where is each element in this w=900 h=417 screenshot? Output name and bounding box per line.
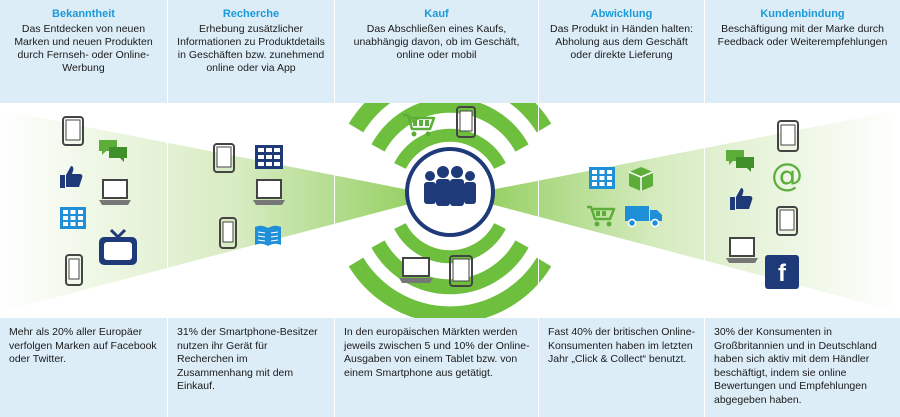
store-building-icon [589,167,615,189]
stage-fact: 31% der Smartphone-Besitzer nutzen ihr G… [177,326,318,393]
smartphone-icon [65,254,83,286]
customers-group-icon [424,166,476,206]
stage-fact: Fast 40% der britischen Online-Konsument… [548,326,696,366]
television-icon [99,228,137,265]
column-divider [167,0,168,417]
stage-loyalty-header: Kundenbindung Beschäftigung mit der Mark… [705,0,900,103]
tablet-icon [213,143,235,173]
tablet-icon [449,255,473,287]
stage-description: Das Entdecken von neuen Marken und neuen… [14,23,153,74]
column-divider [538,0,539,417]
stage-purchase-fact: In den europäischen Märkten werden jewei… [335,318,538,417]
shopping-cart-icon [403,113,436,137]
stage-awareness-header: Bekanntheit Das Entdecken von neuen Mark… [0,0,167,103]
at-sign-icon: @ [771,156,803,194]
stage-awareness-fact: Mehr als 20% aller Europäer verfolgen Ma… [0,318,167,417]
tablet-icon [62,116,84,146]
laptop-icon [399,257,433,283]
store-building-icon [255,145,283,169]
stage-fact: 30% der Konsumenten in Großbritannien un… [714,326,877,406]
chat-bubbles-icon [99,140,127,162]
stage-purchase-header: Kauf Das Abschließen eines Kaufs, unabhä… [335,0,538,103]
stage-description: Erhebung zusätzlicher Informationen zu P… [177,23,325,74]
stage-title: Bekanntheit [52,8,115,20]
open-book-icon [255,225,281,246]
stage-fulfilment-fact: Fast 40% der britischen Online-Konsument… [539,318,704,417]
stage-fact: In den europäischen Märkten werden jewei… [344,326,530,379]
stage-title: Abwicklung [590,8,653,20]
store-building-icon [60,207,86,229]
column-divider [334,0,335,417]
tablet-icon [776,206,798,236]
stage-description: Das Abschließen eines Kaufs, unabhängig … [353,23,520,61]
stage-title: Recherche [222,8,280,20]
stage-fact: Mehr als 20% aller Europäer verfolgen Ma… [9,326,157,366]
smartphone-icon [456,106,476,138]
stage-loyalty-fact: 30% der Konsumenten in Großbritannien un… [705,318,900,417]
laptop-icon [726,237,758,263]
stage-research-header: Recherche Erhebung zusätzlicher Informat… [168,0,334,103]
facebook-icon: f [765,255,799,289]
stage-description: Beschäftigung mit der Marke durch Feedba… [717,23,888,48]
thumbs-up-icon [730,188,753,210]
stage-title: Kundenbindung [760,8,845,20]
delivery-truck-icon [625,206,662,228]
laptop-icon [253,179,285,205]
smartphone-icon [777,120,799,152]
stage-research-fact: 31% der Smartphone-Besitzer nutzen ihr G… [168,318,334,417]
thumbs-up-icon [60,166,83,188]
stage-description: Das Produkt in Händen halten: Abholung a… [549,23,693,61]
laptop-icon [99,179,131,205]
package-box-icon [628,167,654,191]
stage-fulfilment-header: Abwicklung Das Produkt in Händen halten:… [539,0,704,103]
chat-bubbles-icon [726,150,754,172]
shopping-cart-icon [587,205,616,227]
column-divider [704,0,705,417]
stage-title: Kauf [424,8,449,20]
smartphone-icon [219,217,237,249]
